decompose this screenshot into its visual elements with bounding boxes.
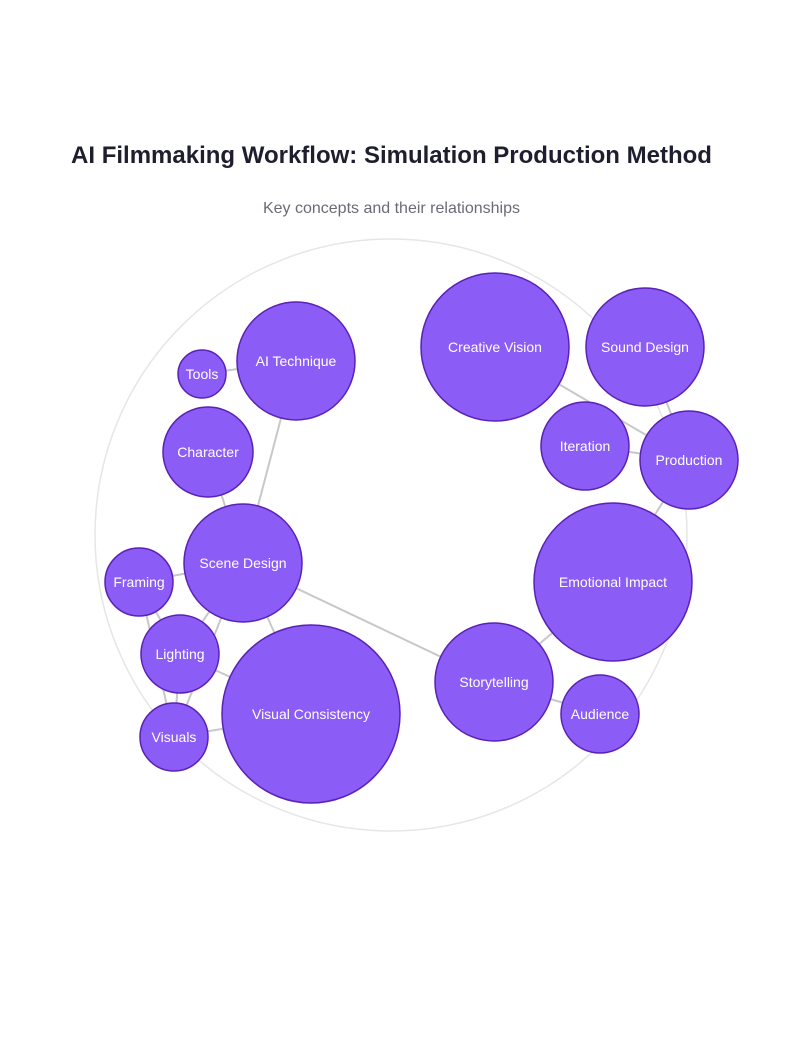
node-label-scene-design: Scene Design [199,555,286,571]
node-circle-ai-technique[interactable] [236,301,356,421]
node-iteration[interactable]: Iteration [540,401,630,491]
outer-ring [94,238,688,832]
node-label-sound-design: Sound Design [601,339,689,355]
node-label-visual-consistency: Visual Consistency [252,706,370,722]
node-scene-design[interactable]: Scene Design [183,503,303,623]
node-visuals[interactable]: Visuals [139,702,209,772]
node-label-audience: Audience [571,706,630,722]
node-circle-lighting[interactable] [140,614,220,694]
node-circle-production[interactable] [639,410,739,510]
node-lighting[interactable]: Lighting [140,614,220,694]
node-circle-framing[interactable] [104,547,174,617]
node-label-visuals: Visuals [152,729,197,745]
node-ai-technique[interactable]: AI Technique [236,301,356,421]
node-circle-scene-design[interactable] [183,503,303,623]
node-circle-visual-consistency[interactable] [221,624,401,804]
node-circle-audience[interactable] [560,674,640,754]
node-label-character: Character [177,444,239,460]
node-circle-creative-vision[interactable] [420,272,570,422]
node-label-framing: Framing [113,574,164,590]
node-character[interactable]: Character [162,406,254,498]
node-creative-vision[interactable]: Creative Vision [420,272,570,422]
node-label-ai-technique: AI Technique [256,353,337,369]
node-tools[interactable]: Tools [177,349,227,399]
node-label-emotional-impact: Emotional Impact [559,574,667,590]
diagram-title: AI Filmmaking Workflow: Simulation Produ… [71,142,712,169]
node-emotional-impact[interactable]: Emotional Impact [533,502,693,662]
node-circle-storytelling[interactable] [434,622,554,742]
node-circle-sound-design[interactable] [585,287,705,407]
node-label-production: Production [656,452,723,468]
node-circle-tools[interactable] [177,349,227,399]
node-production[interactable]: Production [639,410,739,510]
node-sound-design[interactable]: Sound Design [585,287,705,407]
node-label-tools: Tools [186,366,219,382]
node-label-creative-vision: Creative Vision [448,339,542,355]
node-label-iteration: Iteration [560,438,611,454]
node-label-storytelling: Storytelling [459,674,528,690]
diagram-subtitle: Key concepts and their relationships [262,200,521,217]
node-circle-iteration[interactable] [540,401,630,491]
node-circle-visuals[interactable] [139,702,209,772]
node-storytelling[interactable]: Storytelling [434,622,554,742]
node-framing[interactable]: Framing [104,547,174,617]
node-label-lighting: Lighting [155,646,204,662]
node-circle-character[interactable] [162,406,254,498]
node-audience[interactable]: Audience [560,674,640,754]
node-circle-emotional-impact[interactable] [533,502,693,662]
node-visual-consistency[interactable]: Visual Consistency [221,624,401,804]
